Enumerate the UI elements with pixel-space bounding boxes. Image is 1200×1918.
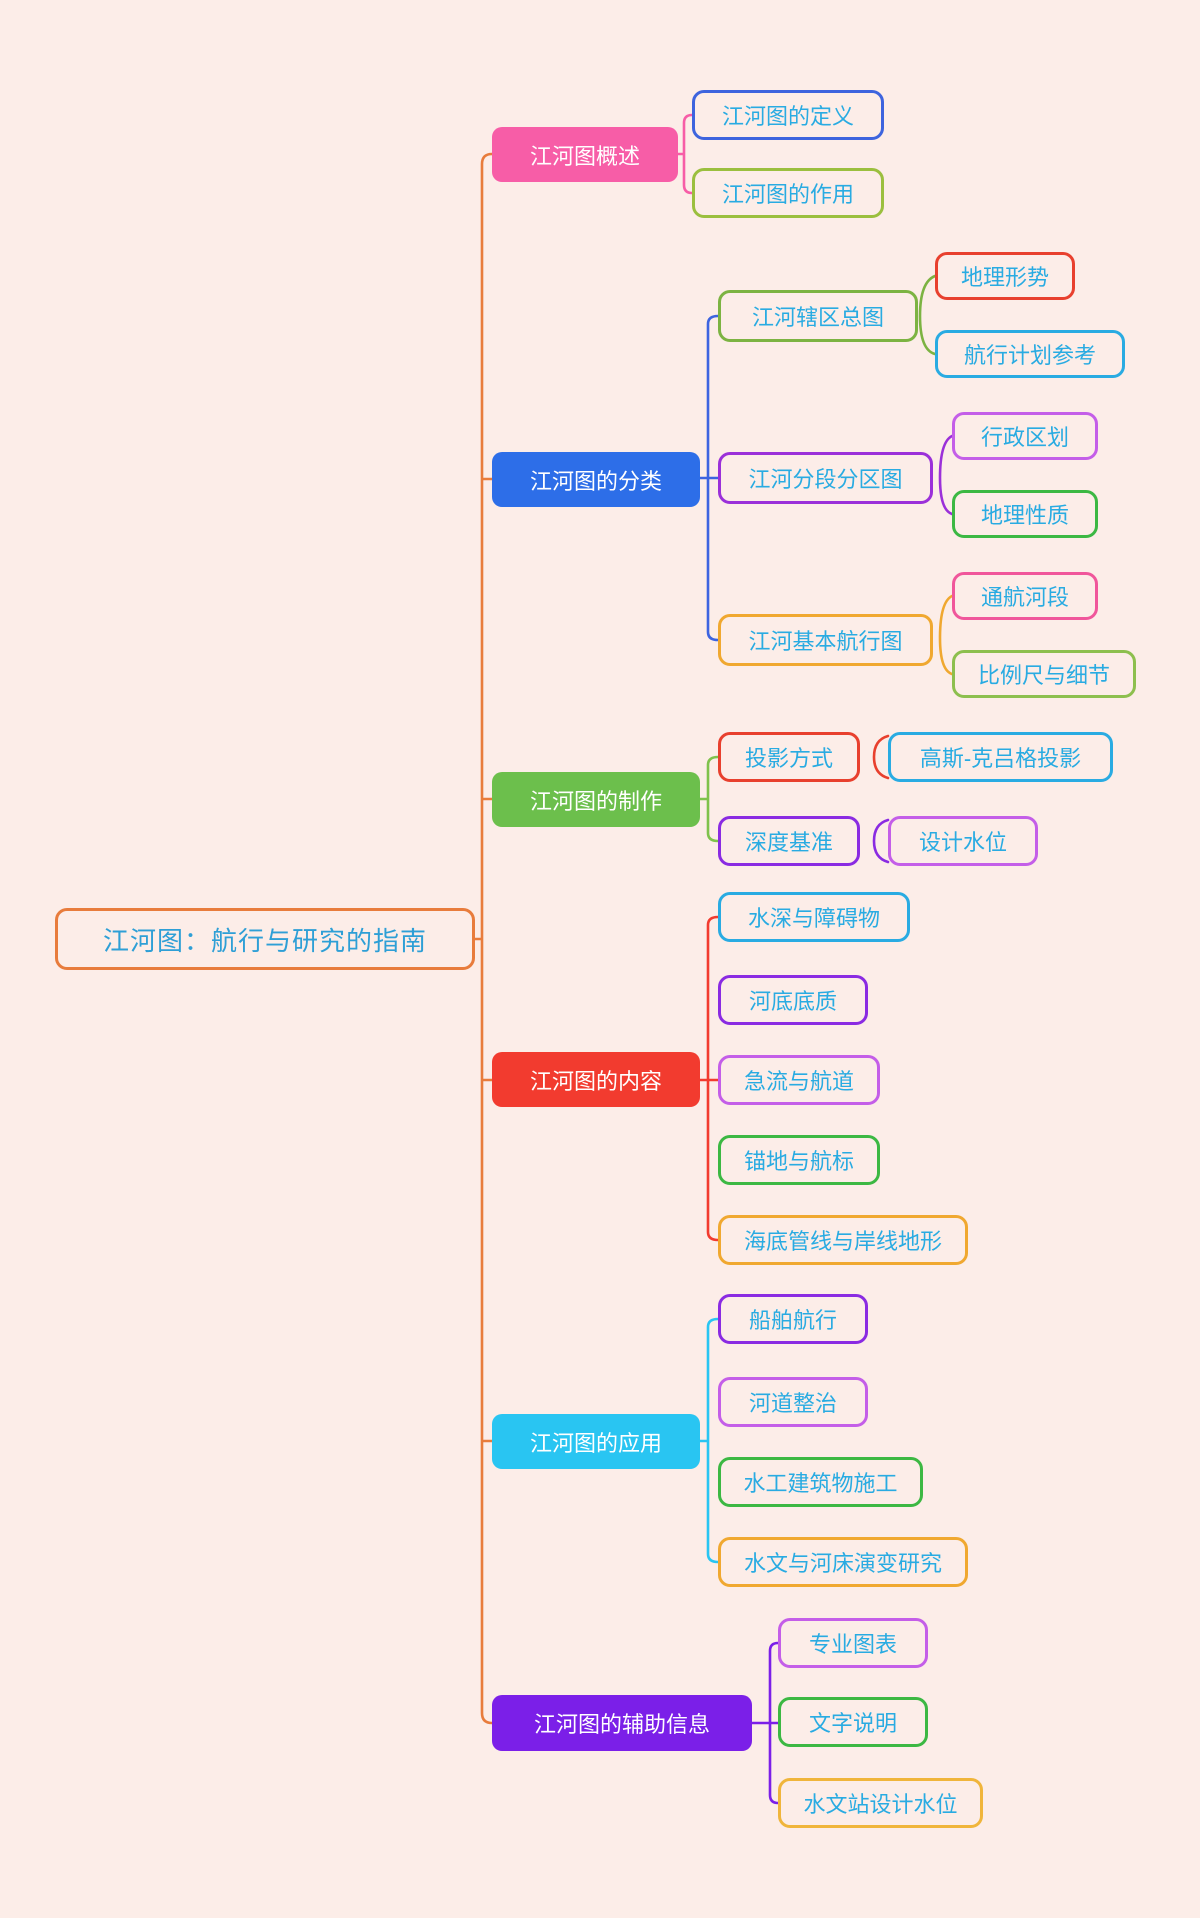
- topic-node-depth-obstacles[interactable]: 水深与障碍物: [718, 892, 910, 942]
- brace-depth-datum: [872, 818, 890, 864]
- topic-node-district-map[interactable]: 江河辖区总图: [718, 290, 918, 342]
- subtopic-node-admin-division[interactable]: 行政区划: [952, 412, 1098, 460]
- topic-node-hydraulic-construction[interactable]: 水工建筑物施工: [718, 1457, 923, 1507]
- branch-bracket-application: [698, 1317, 720, 1564]
- topic-node-professional-charts[interactable]: 专业图表: [778, 1618, 928, 1668]
- branch-node-classification[interactable]: 江河图的分类: [492, 452, 700, 507]
- trunk-bracket: [473, 152, 494, 1725]
- subtopic-node-geo-nature[interactable]: 地理性质: [952, 490, 1098, 538]
- topic-node-text-notes[interactable]: 文字说明: [778, 1697, 928, 1747]
- branch-bracket-overview: [676, 113, 694, 195]
- topic-node-pipelines-shoreline[interactable]: 海底管线与岸线地形: [718, 1215, 968, 1265]
- root-node[interactable]: 江河图：航行与研究的指南: [55, 908, 475, 970]
- branch-bracket-production: [698, 755, 720, 843]
- subtopic-node-scale-detail[interactable]: 比例尺与细节: [952, 650, 1136, 698]
- brace-district-map: [918, 274, 937, 356]
- topic-node-riverbed[interactable]: 河底底质: [718, 975, 868, 1025]
- subtopic-node-navigable-reach[interactable]: 通航河段: [952, 572, 1098, 620]
- branch-node-application[interactable]: 江河图的应用: [492, 1414, 700, 1469]
- branch-node-content[interactable]: 江河图的内容: [492, 1052, 700, 1107]
- topic-node-station-water-level[interactable]: 水文站设计水位: [778, 1778, 983, 1828]
- branch-bracket-content: [698, 915, 720, 1242]
- topic-node-river-regulation[interactable]: 河道整治: [718, 1377, 868, 1427]
- subtopic-node-voyage-plan[interactable]: 航行计划参考: [935, 330, 1125, 378]
- branch-bracket-classification: [698, 314, 720, 642]
- topic-node-anchorage-beacon[interactable]: 锚地与航标: [718, 1135, 880, 1185]
- brace-basic-chart: [938, 594, 954, 676]
- topic-node-hydrology-research[interactable]: 水文与河床演变研究: [718, 1537, 968, 1587]
- topic-node-basic-chart[interactable]: 江河基本航行图: [718, 614, 933, 666]
- branch-node-production[interactable]: 江河图的制作: [492, 772, 700, 827]
- brace-section-map: [938, 434, 954, 516]
- branch-node-overview[interactable]: 江河图概述: [492, 127, 678, 182]
- subtopic-node-geography[interactable]: 地理形势: [935, 252, 1075, 300]
- topic-node-section-map[interactable]: 江河分段分区图: [718, 452, 933, 504]
- branch-node-auxiliary[interactable]: 江河图的辅助信息: [492, 1695, 752, 1751]
- topic-node-function[interactable]: 江河图的作用: [692, 168, 884, 218]
- branch-bracket-auxiliary: [750, 1641, 780, 1805]
- brace-projection: [872, 734, 890, 780]
- topic-node-projection[interactable]: 投影方式: [718, 732, 860, 782]
- subtopic-node-design-water-level[interactable]: 设计水位: [888, 816, 1038, 866]
- topic-node-definition[interactable]: 江河图的定义: [692, 90, 884, 140]
- topic-node-ship-navigation[interactable]: 船舶航行: [718, 1294, 868, 1344]
- subtopic-node-gauss-kruger[interactable]: 高斯-克吕格投影: [888, 732, 1113, 782]
- topic-node-rapids-channel[interactable]: 急流与航道: [718, 1055, 880, 1105]
- topic-node-depth-datum[interactable]: 深度基准: [718, 816, 860, 866]
